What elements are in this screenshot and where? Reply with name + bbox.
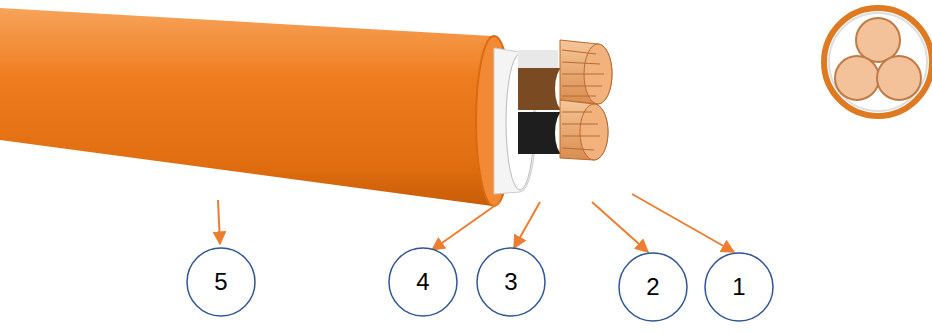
- copper-conductor: [560, 100, 608, 160]
- callout-number: 3: [504, 268, 517, 296]
- callout-number: 1: [732, 273, 745, 301]
- callout-circle: 1: [704, 252, 774, 322]
- cross-section-bedding: [829, 13, 927, 111]
- cross-section-core: [835, 56, 879, 100]
- cross-section-core: [877, 56, 921, 100]
- leader-line: [592, 202, 648, 252]
- copper-conductor: [560, 40, 612, 104]
- callout-circle: 5: [186, 247, 256, 317]
- callout-number: 2: [646, 273, 659, 301]
- callout-number: 5: [214, 268, 227, 296]
- leader-line: [432, 202, 500, 250]
- circle-shape: [187, 248, 255, 316]
- outer-jacket: [0, 8, 509, 206]
- circle-shape: [389, 248, 457, 316]
- circle-shape: [619, 253, 687, 321]
- grey-core: [518, 50, 558, 68]
- callout-circle: 3: [476, 247, 546, 317]
- leader-line: [218, 200, 220, 244]
- leader-line: [514, 202, 540, 248]
- leader-line: [632, 194, 734, 252]
- callout-number: 4: [416, 268, 429, 296]
- leader-lines: [218, 194, 734, 252]
- callout-circle: 4: [388, 247, 458, 317]
- circle-shape: [705, 253, 773, 321]
- cross-section-core: [856, 18, 900, 62]
- cross-section-jacket: [824, 8, 932, 116]
- callout-circle: 2: [618, 252, 688, 322]
- copper-strands: [562, 50, 604, 150]
- circle-shape: [477, 248, 545, 316]
